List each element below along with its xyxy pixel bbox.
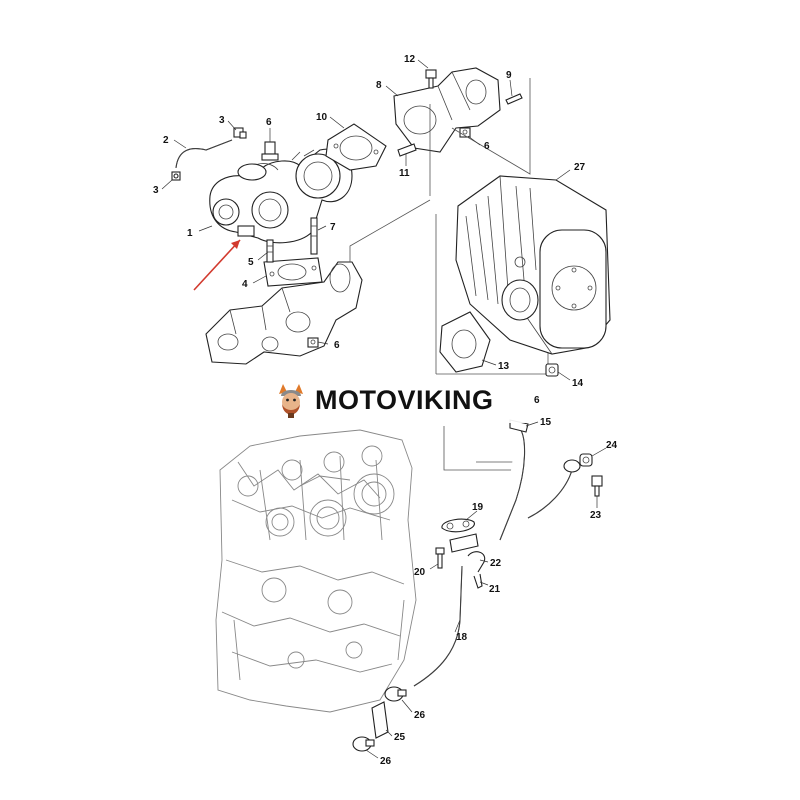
callout-15: 15 [540,417,552,428]
callout-11: 11 [399,168,410,179]
callout-labels: 1 2 3 3 4 5 6 6 6 6 7 8 9 10 11 12 13 14… [153,54,618,767]
silencer-nut [545,363,559,377]
callout-18: 18 [456,632,468,643]
callout-27: 27 [574,162,586,173]
flange-19 [441,518,479,553]
clamp-26-bottom [352,736,375,752]
callout-19: 19 [472,502,484,513]
callout-23: 23 [590,510,602,521]
callout-6-lower: 6 [534,395,540,406]
exhaust-manifold [205,261,363,365]
callout-3-lower: 3 [153,185,159,196]
silencer [455,175,611,355]
callout-14: 14 [572,378,584,389]
clip-22 [467,551,486,573]
oil-return-pipe [175,139,233,169]
callout-25: 25 [394,732,406,743]
callout-4: 4 [242,279,248,290]
callout-6-elbow: 6 [484,141,490,152]
callout-7: 7 [330,222,336,233]
callout-26-top: 26 [414,710,426,721]
exhaust-adapter-group [325,67,531,196]
adapter-stud [397,143,417,157]
banjo-bolt-lower [171,171,181,181]
oil-pipe-group [352,419,603,752]
callout-8: 8 [376,80,382,91]
callout-6-turbo: 6 [266,117,272,128]
manifold-nut [307,337,319,348]
bolt-20 [435,547,445,569]
elbow-stud [505,93,523,105]
engine-block [215,429,417,713]
clip-21 [473,573,483,589]
silencer-group [435,175,611,377]
turbocharger-group [171,127,431,365]
banjo-24 [579,453,593,467]
clamp-26-top [384,686,407,702]
callout-21: 21 [489,584,501,595]
viking-logo-icon [279,384,303,418]
adapter-gasket [325,123,387,171]
callout-12: 12 [404,54,416,65]
turbocharger [209,148,353,244]
stud-5 [266,239,274,263]
turbo-stud-bolt [261,141,279,161]
callout-20: 20 [414,567,426,578]
hose-25 [371,701,389,739]
watermark: MOTOVIKING [263,377,533,423]
callout-9: 9 [506,70,512,81]
callout-24: 24 [606,440,618,451]
banjo-bolt-top [233,127,247,139]
watermark-text: MOTOVIKING [315,384,494,415]
callout-22: 22 [490,558,502,569]
callout-5: 5 [248,257,254,268]
pipe-upper [527,469,573,519]
highlight-arrow [193,239,241,291]
callout-10: 10 [316,112,328,123]
callout-6-manifold: 6 [334,340,340,351]
bolt-23 [591,475,603,497]
exhaust-elbow [393,67,501,153]
callout-3-top: 3 [219,115,225,126]
leader-lines [161,59,607,759]
callout-2: 2 [163,135,169,146]
stud-7 [310,217,318,255]
callout-1: 1 [187,228,193,239]
callout-26-bottom: 26 [380,756,392,767]
elbow-bolt [425,69,437,89]
silencer-gasket [439,311,491,373]
callout-13: 13 [498,361,510,372]
